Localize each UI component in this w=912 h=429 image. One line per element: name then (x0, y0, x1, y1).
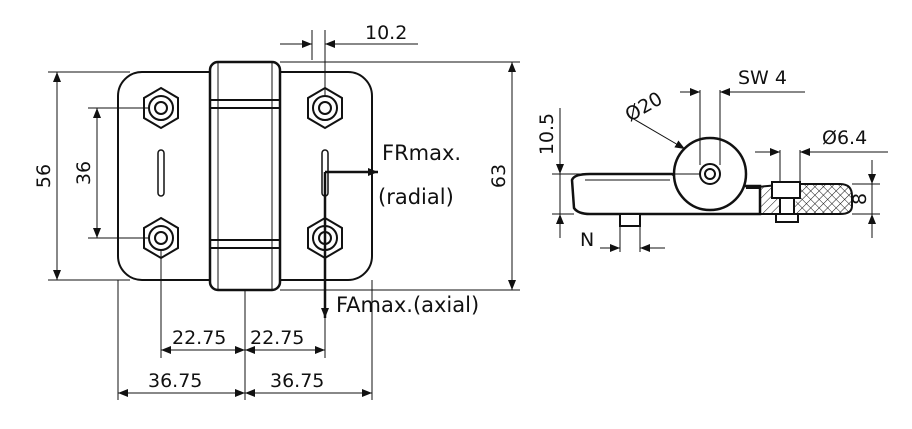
label-fr-max: FRmax. (382, 141, 461, 165)
front-view: 56 36 63 10.2 22.75 22.75 36.75 36.75 FR… (33, 22, 520, 400)
dim-d20: Ø20 (622, 88, 667, 127)
dim-36: 36 (73, 161, 95, 185)
label-fa-max: FAmax.(axial) (336, 293, 479, 317)
leader-d20 (631, 117, 686, 150)
dim-22-75-left: 22.75 (172, 327, 226, 349)
nut-top-right (307, 86, 343, 130)
dim-sw-4: SW 4 (738, 67, 787, 89)
label-radial: (radial) (378, 185, 454, 209)
dim-36-75-left: 36.75 (148, 370, 202, 392)
dim-36-75-right: 36.75 (270, 370, 324, 392)
side-stud (619, 213, 641, 227)
side-bolt-head (771, 181, 801, 199)
dim-22-75-right: 22.75 (250, 327, 304, 349)
label-n: N (580, 229, 594, 251)
dim-63: 63 (488, 164, 510, 188)
dim-8: 8 (849, 193, 871, 205)
slot-left (157, 149, 165, 197)
dim-56: 56 (33, 164, 55, 188)
dim-10-5: 10.5 (536, 113, 558, 155)
side-view: 10.5 8 SW 4 Ø20 Ø6.4 N (536, 67, 888, 252)
hinge-knuckle (208, 60, 282, 292)
dim-d6-4: Ø6.4 (822, 127, 867, 149)
dim-10-2: 10.2 (365, 22, 407, 44)
